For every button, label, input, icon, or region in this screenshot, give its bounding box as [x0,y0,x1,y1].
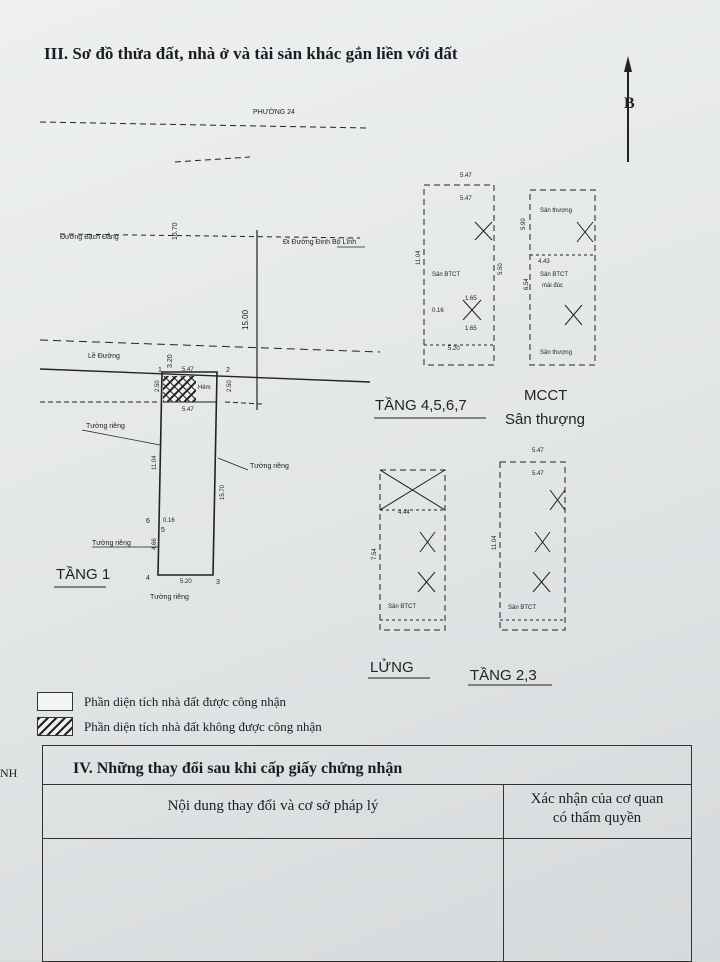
col-content-header: Nội dung thay đổi và cơ sở pháp lý [167,798,379,814]
p4-165a: 1.65 [465,296,477,302]
width-back: 5.20 [180,579,192,585]
margin-fragment: NH [0,766,18,780]
wall-label-1: Tường riêng [86,423,125,430]
to-dinh-bo-linh: Đi Đường Đinh Bộ Lĩnh [283,239,356,246]
floor-label-mcct: MCCT [524,387,567,404]
p6-444: 4.44 [398,510,410,516]
point-5: 5 [161,527,165,534]
dim-street: 16.70 [172,222,179,240]
width-top: 5.47 [182,367,194,373]
width-bottom: 5.47 [182,407,194,413]
section4-title: IV. Những thay đổi sau khi cấp giấy chứn… [73,760,403,777]
pt-016: 0.16 [163,518,175,524]
north-arrow-icon [624,56,632,162]
col-confirm-line2: có thẩm quyền [552,810,642,826]
p7-1104: 11.04 [492,535,498,550]
floor-label-san-thuong: Sân thượng [505,411,585,428]
street-bach-dang: Đường Bạch Đằng [60,232,119,241]
hem-label: Hẻm [198,385,211,391]
floor-label-lung: LỬNG [370,658,414,676]
p4-165b: 1.65 [465,326,477,332]
dim-320: 3.20 [167,354,174,368]
plan-tang23 [499,461,566,631]
p4-1104: 11.04 [416,250,422,265]
table-header-divider [43,838,691,839]
left-small: 4.66 [152,538,158,550]
col-confirm-header: Xác nhận của cơ quan có thẩm quyền [511,790,683,828]
dim-250b: 2.50 [227,380,233,392]
legend-not-recognized-text: Phần diện tích nhà đất không được công n… [84,719,322,734]
legend-recognized-swatch [37,692,73,711]
dim-250a: 2.50 [155,380,161,392]
p5-san: Sân BTCT [540,272,568,278]
legend-recognized-text: Phần diện tích nhà đất được công nhận [84,694,287,709]
right-len: 15.70 [220,484,226,500]
land-plot-diagram: B PHƯỜNG 24 Đường Bạch Đằng Đi Đường Đin… [39,56,635,686]
p4-550: 5.50 [498,263,504,275]
p6-754: 7.54 [372,548,378,560]
dim-15: 15.00 [241,309,250,330]
p7-san: Sân BTCT [508,605,536,611]
table-divider [43,784,691,785]
p5-654: 6.54 [524,278,530,290]
p4-san: Sân BTCT [432,272,460,278]
p7-w2: 5.47 [532,471,544,477]
legend-not-recognized-swatch [37,717,73,736]
p5-443: 4.43 [538,259,550,265]
p4-016: 0.16 [432,308,444,314]
wall-label-4: Tường riêng [150,594,189,601]
p5-st-top: Sân thượng [540,208,572,214]
point-3: 3 [216,579,220,586]
p5-st-bot: Sân thượng [540,350,572,356]
plan-lung [379,469,446,631]
p4-w3: 5.20 [448,346,460,352]
unrecognized-area [163,376,196,402]
changes-table: IV. Những thay đổi sau khi cấp giấy chứn… [42,745,692,962]
point-6: 6 [146,518,150,525]
section3-title: III. Sơ đồ thửa đất, nhà ở và tài sản kh… [44,44,458,63]
plan-mcct [529,189,596,366]
floor-label-tang1: TẦNG 1 [56,566,110,583]
col-confirm-line1: Xác nhận của cơ quan [530,791,664,807]
wall-label-3: Tường riêng [92,540,131,547]
floor-label-tang4567: TẦNG 4,5,6,7 [375,397,467,414]
p7-w1: 5.47 [532,448,544,454]
sidewalk-label: Lề Đường [88,351,120,360]
ward-label: PHƯỜNG 24 [253,107,295,116]
p5-590: 5.90 [521,218,527,230]
p5-mai: mái đúc [542,283,563,289]
plan-tang4567 [423,184,495,366]
p6-san: Sân BTCT [388,604,416,610]
table-column-divider [503,784,504,961]
floor-label-tang23: TẦNG 2,3 [470,667,537,684]
point-1: 1 [158,367,162,374]
point-2: 2 [226,367,230,374]
left-len: 11.04 [152,455,158,470]
p4-w2: 5.47 [460,196,472,202]
plot-outline [157,371,218,576]
wall-label-2: Tường riêng [250,463,289,470]
point-4: 4 [146,575,150,582]
north-label: B [624,95,635,112]
p4-w1: 5.47 [460,173,472,179]
